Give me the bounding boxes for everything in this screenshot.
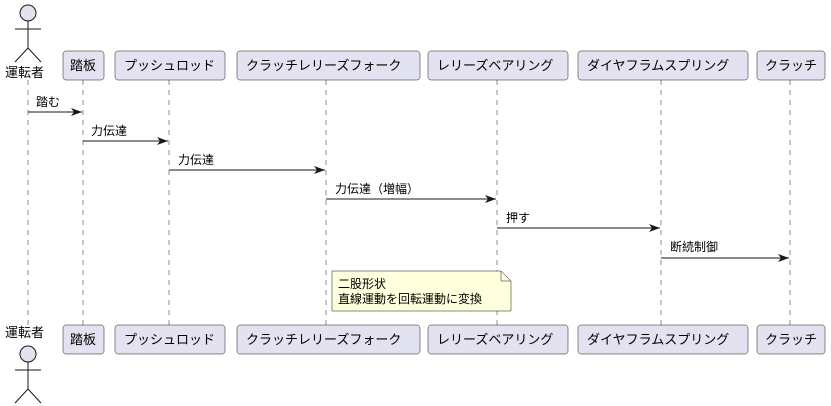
participant-release-bearing: レリーズベアリング xyxy=(427,50,569,81)
participant-label: 踏板 xyxy=(70,333,96,348)
participant-label: レリーズベアリング xyxy=(437,58,553,74)
message-label: 断続制御 xyxy=(670,239,718,254)
participants-top: 踏板 プッシュロッド クラッチレリーズフォーク レリーズベアリング ダイヤフラム… xyxy=(62,50,826,81)
stick-figure-icon xyxy=(14,4,42,63)
note-line-1: 二股形状 xyxy=(338,277,386,291)
arrow-head-icon xyxy=(649,224,660,232)
actor-label-bottom: 運転者 xyxy=(5,326,44,341)
arrow-head-icon xyxy=(314,166,325,174)
participant-label: クラッチレリーズフォーク xyxy=(246,58,401,74)
participant-release-fork: クラッチレリーズフォーク xyxy=(236,50,421,81)
actor-top: 運転者 xyxy=(5,4,44,81)
message-engage-control: 断続制御 xyxy=(661,239,789,262)
participant-label: 踏板 xyxy=(70,59,96,74)
note-box xyxy=(331,270,512,312)
message-label: 力伝達 xyxy=(178,153,214,167)
message-push: 押す xyxy=(497,211,660,232)
participant-release-fork: クラッチレリーズフォーク xyxy=(236,324,421,355)
participants-bottom: 踏板 プッシュロッド クラッチレリーズフォーク レリーズベアリング ダイヤフラム… xyxy=(62,324,826,355)
message-label: 踏む xyxy=(36,95,60,109)
participant-pushrod: プッシュロッド xyxy=(114,50,226,81)
participant-clutch: クラッチ xyxy=(756,324,826,355)
lifelines xyxy=(27,80,791,325)
participant-pedal: 踏板 xyxy=(62,324,105,355)
arrow-head-icon xyxy=(778,254,789,262)
participant-pushrod: プッシュロッド xyxy=(114,324,226,355)
arrow-head-icon xyxy=(485,195,496,203)
participant-label: クラッチレリーズフォーク xyxy=(246,332,401,348)
message-transmit-2: 力伝達 xyxy=(169,153,325,174)
participant-label: クラッチ xyxy=(765,59,817,74)
participant-clutch: クラッチ xyxy=(756,50,826,81)
participant-label: レリーズベアリング xyxy=(437,332,553,348)
message-transmit-1: 力伝達 xyxy=(83,124,168,145)
participant-label: プッシュロッド xyxy=(124,333,215,348)
message-press: 踏む xyxy=(28,95,82,116)
participant-label: ダイヤフラムスプリング xyxy=(587,333,729,348)
message-transmit-amplified: 力伝達（増幅） xyxy=(326,181,496,203)
note-line-2: 直線運動を回転運動に変換 xyxy=(338,291,482,306)
message-label: 押す xyxy=(506,211,530,225)
stick-figure-icon xyxy=(14,345,42,404)
arrow-head-icon xyxy=(157,137,168,145)
participant-release-bearing: レリーズベアリング xyxy=(427,324,569,355)
participant-label: ダイヤフラムスプリング xyxy=(587,59,729,74)
note-fold-corner xyxy=(500,271,511,282)
arrow-head-icon xyxy=(71,108,82,116)
participant-label: クラッチ xyxy=(765,333,817,348)
note: 二股形状 直線運動を回転運動に変換 xyxy=(331,270,512,312)
message-label: 力伝達（増幅） xyxy=(335,181,419,196)
actor-bottom: 運転者 xyxy=(5,326,44,404)
messages: 踏む 力伝達 力伝達 力伝達（増幅） 押す 断続制御 xyxy=(28,95,789,262)
actor-label-top: 運転者 xyxy=(5,66,44,81)
participant-diaphragm-spring: ダイヤフラムスプリング xyxy=(577,50,749,81)
participant-diaphragm-spring: ダイヤフラムスプリング xyxy=(577,324,749,355)
participant-pedal: 踏板 xyxy=(62,50,105,81)
participant-label: プッシュロッド xyxy=(124,59,215,74)
message-label: 力伝達 xyxy=(91,124,127,138)
